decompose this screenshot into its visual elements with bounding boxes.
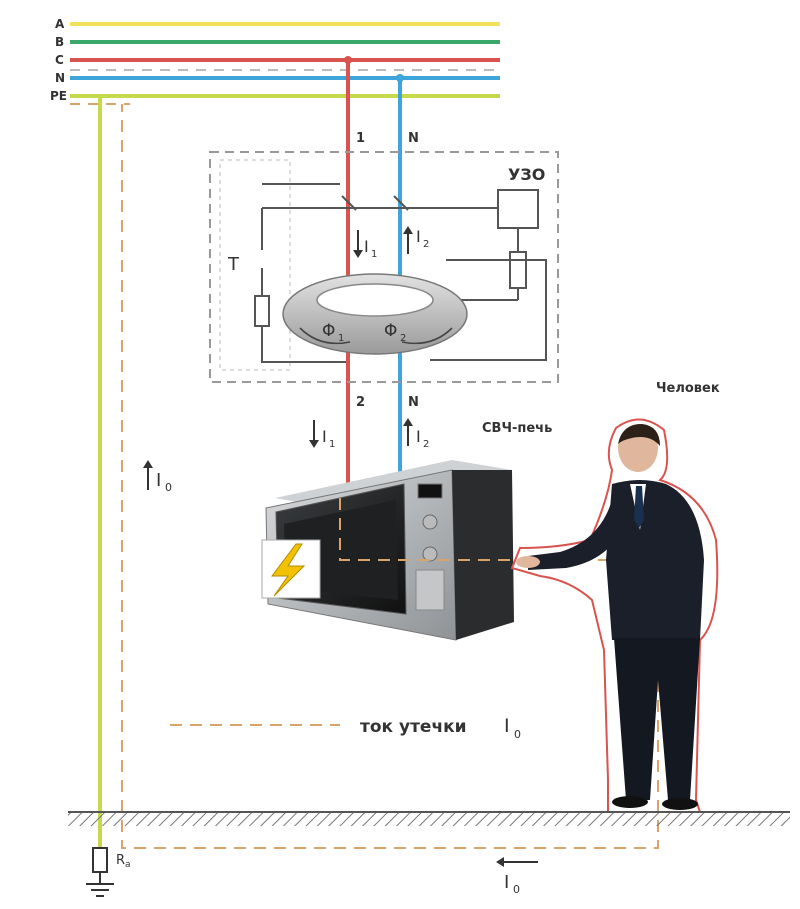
i1-sub-load: 1 (329, 439, 335, 450)
feed-wires (344, 56, 404, 490)
i0-arrowhead-up (143, 460, 153, 468)
terminal-2-label: 2 (356, 395, 365, 410)
neutral-junction (396, 74, 404, 82)
ground-hatch (68, 812, 790, 826)
bus-lines (70, 22, 500, 105)
bus-label-n: N (55, 71, 65, 85)
person-legs (614, 638, 700, 800)
test-label: T (227, 254, 240, 275)
microwave-knob-2 (422, 546, 438, 562)
person (510, 418, 719, 813)
i1-label-rcd: I (364, 237, 369, 256)
microwave-oven (261, 460, 514, 641)
neutral-contact (393, 195, 409, 211)
flux-1-sub: 1 (338, 333, 344, 344)
i0-sub-bottom: 0 (513, 883, 520, 896)
terminal-n-top-label: N (408, 131, 419, 146)
person-tie (634, 486, 644, 528)
flux-arrow-right (401, 327, 453, 345)
person-shoe-left (612, 796, 648, 808)
relay-resistor (509, 251, 527, 289)
bus-labels: A B C N PE (50, 17, 67, 103)
i2-label-load: I (416, 427, 421, 446)
bus-label-a: A (55, 17, 65, 31)
earth-electrode: R a (86, 847, 131, 897)
microwave-knob-1 (422, 514, 438, 530)
appliance-label: СВЧ-печь (482, 421, 552, 436)
i1-arrowhead-rcd (353, 250, 363, 258)
flux-1-label: Φ (322, 321, 335, 341)
i2-arrowhead-rcd (403, 226, 413, 234)
resistor-sub: a (125, 860, 131, 870)
lightning-bolt-icon (271, 543, 306, 597)
terminal-n-bottom-label: N (408, 395, 419, 410)
person-hand (516, 556, 540, 568)
rcd-inner-box (219, 159, 291, 371)
bus-label-c: C (55, 53, 64, 67)
i1-label-load: I (322, 427, 327, 446)
i0-label-bottom: I (504, 872, 509, 893)
person-hair (618, 424, 660, 446)
phase-contact (341, 195, 357, 211)
bus-label-pe: PE (50, 89, 67, 103)
i2-sub-rcd: 2 (423, 239, 429, 250)
i2-sub-load: 2 (423, 439, 429, 450)
i2-arrowhead-load (403, 418, 413, 426)
toroid-hole (316, 283, 434, 317)
legend-i0-label: I (504, 715, 510, 737)
load-currents: I 1 I 2 (309, 418, 429, 450)
person-label: Человек (656, 381, 720, 396)
rcd-box (209, 151, 559, 383)
ground-resistor (92, 847, 108, 873)
i1-arrowhead-load (309, 440, 319, 448)
bus-label-b: B (55, 35, 64, 49)
leak-path-appliance (121, 104, 659, 849)
person-arm (528, 500, 626, 570)
relay-box (497, 189, 539, 229)
legend-i0-sub: 0 (514, 728, 521, 741)
i1-sub-rcd: 1 (371, 249, 377, 260)
rcd-enclosure: УЗО T Φ 1 Φ 2 I 1 I 2 (209, 151, 559, 383)
i0-label-left: I (156, 470, 161, 491)
rcd-label: УЗО (508, 165, 545, 184)
terminal-1-label: 1 (356, 131, 365, 146)
secondary-winding (430, 259, 547, 361)
flux-2-label: Φ (384, 321, 397, 341)
person-torso (606, 480, 704, 640)
person-shoe-right (662, 798, 698, 810)
test-return (261, 326, 346, 363)
microwave-panel (415, 569, 445, 611)
test-resistor (254, 295, 270, 327)
ground-surface (68, 811, 790, 826)
microwave-side (452, 470, 514, 640)
microwave-display (417, 483, 443, 499)
flux-2-sub: 2 (400, 333, 406, 344)
i0-sub-left: 0 (165, 481, 172, 494)
flux-arrow-left (299, 327, 351, 345)
i2-label-rcd: I (416, 227, 421, 246)
legend-text: ток утечки (360, 717, 467, 737)
i0-arrowhead-ground (496, 857, 504, 867)
phase-junction (344, 56, 352, 64)
legend: ток утечки I 0 (170, 715, 521, 741)
resistor-label: R (116, 853, 125, 868)
